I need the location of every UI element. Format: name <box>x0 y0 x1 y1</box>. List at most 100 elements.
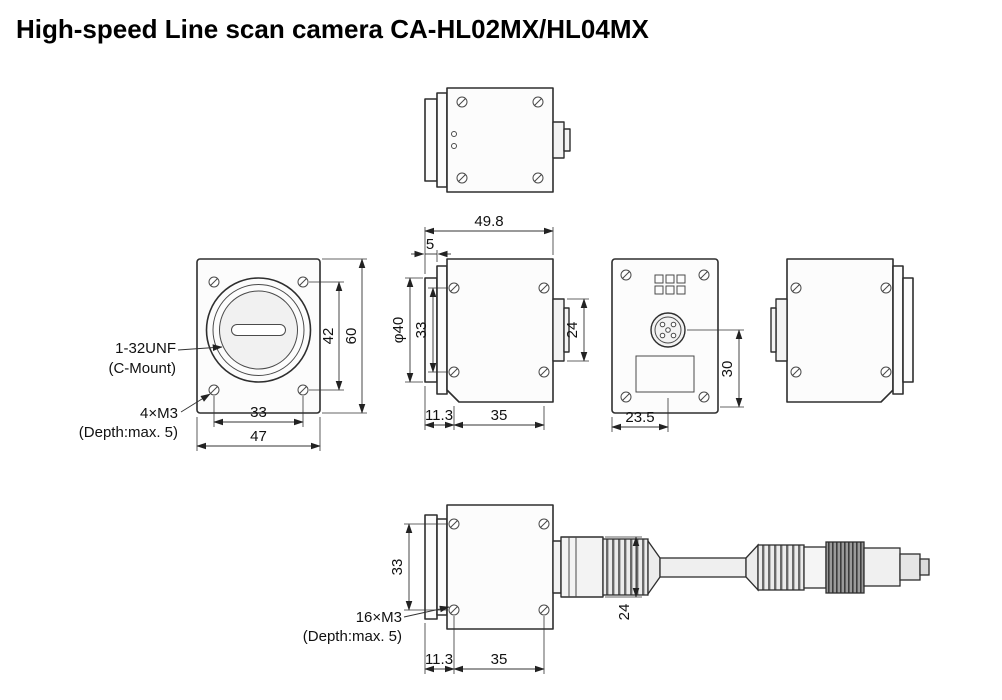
dim-lens-protrusion: 5 <box>426 236 434 253</box>
connector-stub-side <box>552 298 565 362</box>
sensor-slot <box>231 324 286 336</box>
cable-plug <box>560 536 604 598</box>
dim-front-height: 60 <box>343 328 360 345</box>
dim-bottom-hole-span-h: 35 <box>491 651 508 668</box>
side-hole <box>790 282 802 294</box>
cable-assembly <box>552 536 930 598</box>
dim-rear-connector-offset: 23.5 <box>625 409 654 426</box>
side-hole <box>880 282 892 294</box>
front-m3-leader-line <box>180 393 211 413</box>
mount-hole <box>208 384 220 396</box>
connector-stub-side-right <box>775 298 788 362</box>
strain-relief-ribs <box>602 538 649 596</box>
label-plate <box>635 355 695 393</box>
cmount-label: 1-32UNF (C-Mount) <box>108 340 223 377</box>
mount-hole <box>538 518 550 530</box>
screw <box>698 391 710 403</box>
bottom-m3-label: 16×M3 (Depth:max. 5) <box>303 605 450 645</box>
side-hole <box>538 282 550 294</box>
dim-side-hole-span-v: 33 <box>413 322 430 339</box>
lens-barrel-top <box>424 98 438 182</box>
screw <box>456 172 468 184</box>
pin-hole <box>451 131 457 137</box>
cable-flange <box>552 540 562 594</box>
front-plate-side-right <box>892 265 904 395</box>
dim-side-front-offset: 11.3 <box>425 407 453 424</box>
lens-mount-thread-ring <box>212 284 305 376</box>
front-plate-bottom <box>436 518 448 616</box>
rear-dimensions: 30 23.5 <box>611 329 744 432</box>
connector-stub-top <box>552 121 565 159</box>
dim-bottom-hole-span-v: 33 <box>389 559 406 576</box>
dim-depth-total: 49.8 <box>474 213 503 230</box>
side-hole <box>448 366 460 378</box>
cable-taper <box>647 538 661 597</box>
connector-knurled-nut <box>825 541 865 594</box>
front-plate-side <box>436 265 448 395</box>
side-hole <box>538 366 550 378</box>
screw <box>456 96 468 108</box>
connector-barrel <box>863 547 901 587</box>
cmount-label-line2: (C-Mount) <box>108 360 176 377</box>
dim-rear-span: 30 <box>719 361 736 378</box>
dim-side-hole-span-h: 35 <box>491 407 508 424</box>
lens-barrel-bottom <box>424 514 438 620</box>
camera-body-bottom <box>446 504 554 630</box>
front-dimensions: 33 47 42 60 <box>196 258 367 451</box>
mount-hole <box>297 384 309 396</box>
dim-front-hole-span-h: 33 <box>250 404 267 421</box>
cable-wire <box>659 557 747 578</box>
status-led <box>676 274 686 284</box>
connector-pin <box>665 327 671 333</box>
side-dimensions: φ40 33 24 11.3 35 <box>390 277 589 430</box>
dim-front-width: 47 <box>250 428 267 445</box>
m12-connector-inner <box>654 316 682 344</box>
camera-body-side-right <box>786 258 894 403</box>
cmount-label-line1: 1-32UNF <box>115 340 176 357</box>
connector-pin <box>670 332 677 339</box>
front-m3-label-line2: (Depth:max. 5) <box>79 424 178 441</box>
camera-body-side <box>446 258 554 403</box>
front-m3-label: 4×M3 (Depth:max. 5) <box>79 393 211 441</box>
bottom-m3-label-line2: (Depth:max. 5) <box>303 628 402 645</box>
status-led <box>665 274 675 284</box>
side-view-left <box>424 258 570 403</box>
status-led <box>676 285 686 295</box>
front-view <box>196 258 321 414</box>
connector-end-cap <box>919 558 930 576</box>
dim-front-hole-span-v: 42 <box>320 328 337 345</box>
connector-tip <box>899 553 921 581</box>
rear-view <box>611 258 719 414</box>
bottom-m3-leader-line <box>403 605 450 618</box>
front-m3-label-line1: 4×M3 <box>140 405 178 422</box>
status-led <box>665 285 675 295</box>
dim-cable-height: 24 <box>616 604 633 621</box>
connector-collar <box>803 546 827 589</box>
dim-bottom-front-offset: 11.3 <box>425 651 453 668</box>
screw <box>698 269 710 281</box>
cmount-leader-line <box>177 344 223 351</box>
connector-tip-top <box>563 128 571 152</box>
lens-barrel-side-right <box>902 277 914 383</box>
connector-tip-side-right <box>770 307 777 353</box>
mount-hole <box>448 604 460 616</box>
side-hole <box>448 282 460 294</box>
connector-grip-ribs <box>757 544 805 591</box>
dim-connector-height: 24 <box>564 322 581 339</box>
mount-hole <box>208 276 220 288</box>
screw <box>532 172 544 184</box>
front-plate-top <box>436 92 448 188</box>
cable-taper <box>745 543 759 592</box>
connector-pin <box>670 321 677 328</box>
connector-pin <box>659 332 666 339</box>
status-led <box>654 274 664 284</box>
top-view <box>424 87 571 193</box>
dim-lens-diameter: φ40 <box>390 317 407 343</box>
side-hole <box>790 366 802 378</box>
screw <box>532 96 544 108</box>
bottom-m3-label-line1: 16×M3 <box>356 609 402 626</box>
side-view-right <box>770 258 914 403</box>
mount-hole <box>448 518 460 530</box>
